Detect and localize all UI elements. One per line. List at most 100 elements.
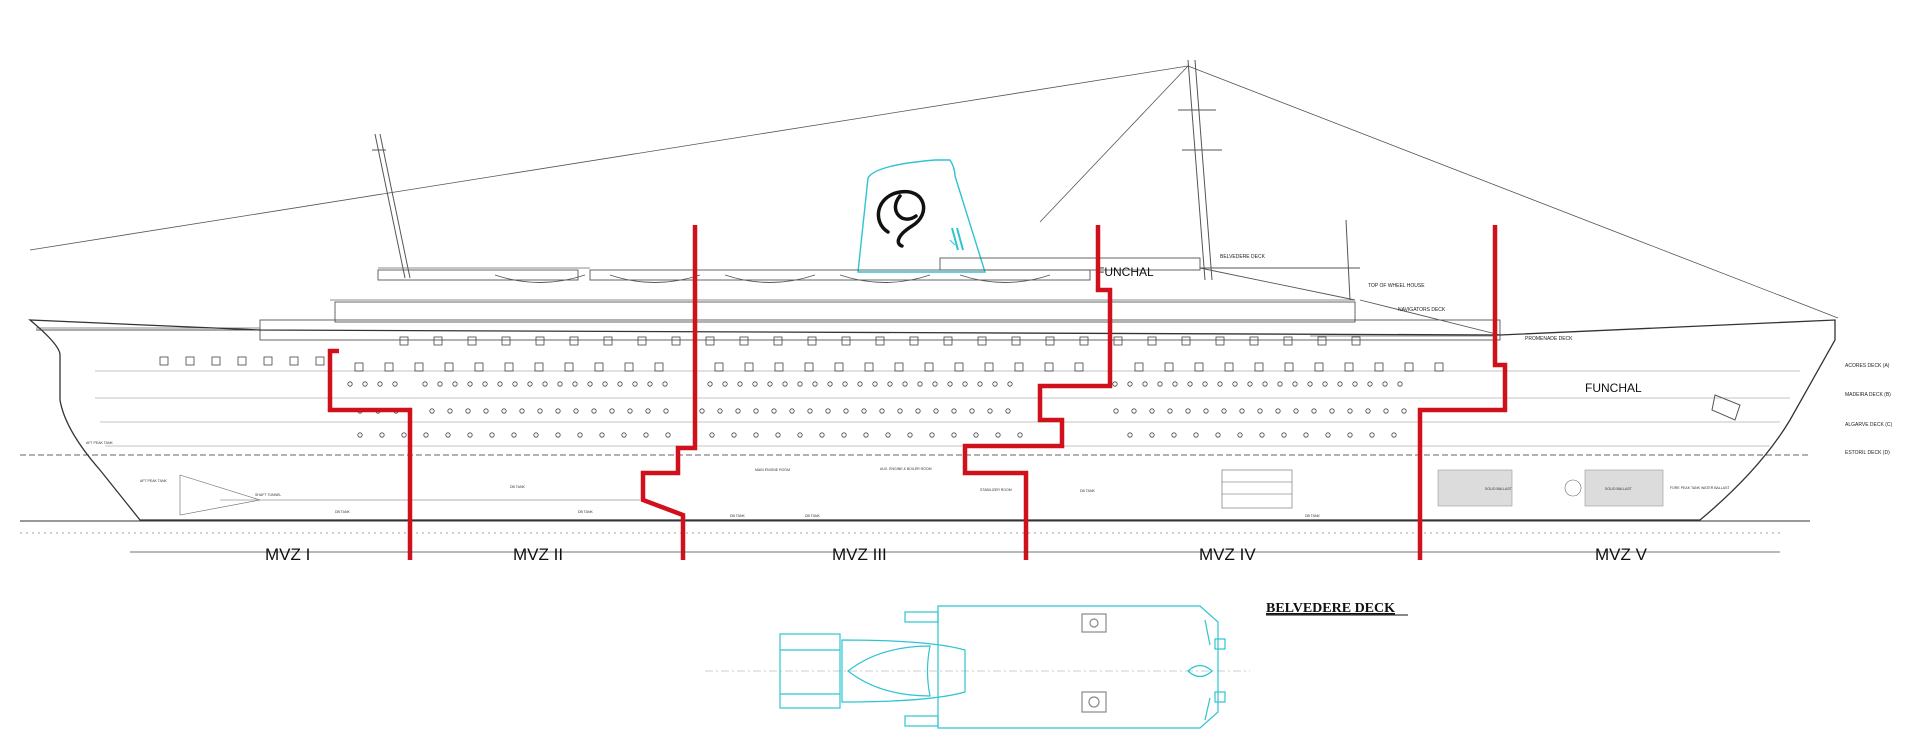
- porthole: [512, 381, 518, 387]
- porthole: [1259, 432, 1265, 438]
- hull: [20, 319, 1836, 534]
- window: [263, 356, 273, 366]
- porthole: [1017, 432, 1023, 438]
- porthole: [1185, 408, 1191, 414]
- porthole: [1232, 381, 1238, 387]
- porthole: [933, 408, 939, 414]
- porthole: [627, 408, 633, 414]
- window: [1344, 362, 1354, 372]
- porthole: [872, 381, 878, 387]
- porthole: [1311, 408, 1317, 414]
- porthole: [775, 432, 781, 438]
- porthole: [602, 381, 608, 387]
- porthole: [782, 381, 788, 387]
- porthole: [902, 381, 908, 387]
- window: [474, 362, 484, 372]
- porthole: [753, 408, 759, 414]
- window: [384, 362, 394, 372]
- belvedere-deck-plan: [705, 605, 1250, 729]
- deck-label: ALGARVE DECK (C): [1845, 422, 1892, 428]
- window: [603, 336, 613, 346]
- porthole: [377, 381, 383, 387]
- porthole: [467, 432, 473, 438]
- porthole: [1307, 381, 1313, 387]
- porthole: [379, 432, 385, 438]
- porthole: [1193, 432, 1199, 438]
- window: [909, 336, 919, 346]
- window: [1434, 362, 1444, 372]
- zone-label-mvz-3: MVZ III: [832, 545, 887, 564]
- windows: [159, 336, 1444, 372]
- window: [1224, 362, 1234, 372]
- window: [977, 336, 987, 346]
- room-label: DB TANK: [335, 510, 351, 514]
- porthole: [951, 408, 957, 414]
- porthole: [1167, 408, 1173, 414]
- porthole: [987, 408, 993, 414]
- porthole: [429, 408, 435, 414]
- portholes: [347, 381, 1407, 438]
- deck-label: ACORES DECK (A): [1845, 363, 1890, 369]
- porthole: [572, 381, 578, 387]
- porthole: [1325, 432, 1331, 438]
- porthole: [437, 381, 443, 387]
- porthole: [482, 381, 488, 387]
- porthole: [663, 408, 669, 414]
- window: [744, 362, 754, 372]
- porthole: [1149, 432, 1155, 438]
- porthole: [452, 381, 458, 387]
- porthole: [447, 408, 453, 414]
- porthole: [797, 381, 803, 387]
- lifeboats: [494, 274, 1051, 283]
- window: [671, 336, 681, 346]
- window: [1113, 336, 1123, 346]
- window: [1254, 362, 1264, 372]
- porthole: [797, 432, 803, 438]
- porthole: [1292, 381, 1298, 387]
- porthole: [735, 408, 741, 414]
- window: [535, 336, 545, 346]
- window: [864, 362, 874, 372]
- ship-name-hull: FUNCHAL: [1585, 381, 1642, 395]
- porthole: [1275, 408, 1281, 414]
- porthole: [645, 408, 651, 414]
- porthole: [842, 381, 848, 387]
- porthole: [1131, 408, 1137, 414]
- porthole: [819, 432, 825, 438]
- porthole: [445, 432, 451, 438]
- porthole: [1157, 381, 1163, 387]
- room-label: DB TANK: [1080, 489, 1096, 493]
- porthole: [1142, 381, 1148, 387]
- porthole: [501, 408, 507, 414]
- porthole: [731, 432, 737, 438]
- window: [739, 336, 749, 346]
- porthole: [1149, 408, 1155, 414]
- porthole: [1352, 381, 1358, 387]
- window: [654, 362, 664, 372]
- porthole: [1127, 381, 1133, 387]
- porthole: [542, 381, 548, 387]
- window: [444, 362, 454, 372]
- window: [1181, 336, 1191, 346]
- porthole: [422, 381, 428, 387]
- porthole: [1215, 432, 1221, 438]
- porthole: [907, 432, 913, 438]
- porthole: [519, 408, 525, 414]
- porthole: [617, 381, 623, 387]
- window: [237, 356, 247, 366]
- porthole: [591, 408, 597, 414]
- funnel-logo: [876, 189, 926, 248]
- deck-label: BELVEDERE DECK: [1220, 254, 1266, 260]
- window: [705, 336, 715, 346]
- window: [637, 336, 647, 346]
- mvz-boundary-3: [962, 225, 1113, 560]
- zone-label-mvz-1: MVZ I: [265, 545, 310, 564]
- zone-label-mvz-5: MVZ V: [1595, 545, 1648, 564]
- window: [399, 336, 409, 346]
- porthole: [392, 381, 398, 387]
- porthole: [1112, 381, 1118, 387]
- porthole: [857, 381, 863, 387]
- zone-labels: MVZ I MVZ II MVZ III MVZ IV MVZ V: [265, 545, 1648, 564]
- porthole: [1391, 432, 1397, 438]
- porthole: [879, 408, 885, 414]
